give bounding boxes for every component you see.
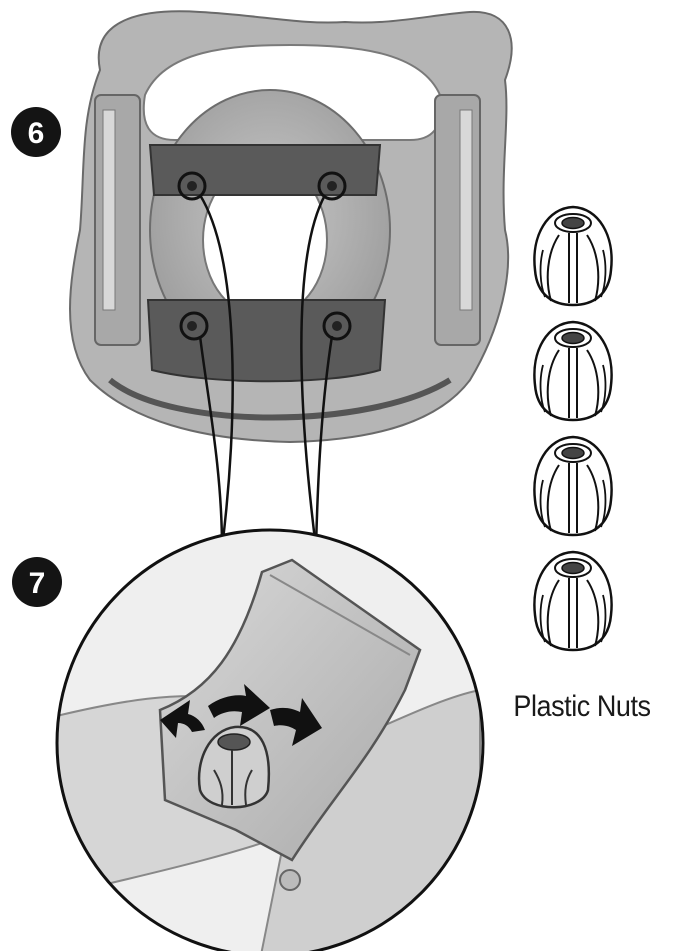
plastic-nut-icon — [534, 552, 611, 650]
plastic-nuts-caption: Plastic Nuts — [488, 690, 675, 724]
step-6-badge: 6 — [11, 107, 61, 157]
plastic-nut-icon — [534, 322, 611, 420]
step-6-number: 6 — [28, 117, 45, 150]
walker-underside-illustration — [70, 11, 512, 442]
plastic-nuts-group — [534, 207, 611, 650]
plastic-nut-icon — [534, 437, 611, 535]
plastic-nut-icon — [534, 207, 611, 305]
closeup-illustration — [40, 530, 485, 951]
step-7-badge: 7 — [12, 557, 62, 607]
step-7-number: 7 — [29, 567, 46, 600]
